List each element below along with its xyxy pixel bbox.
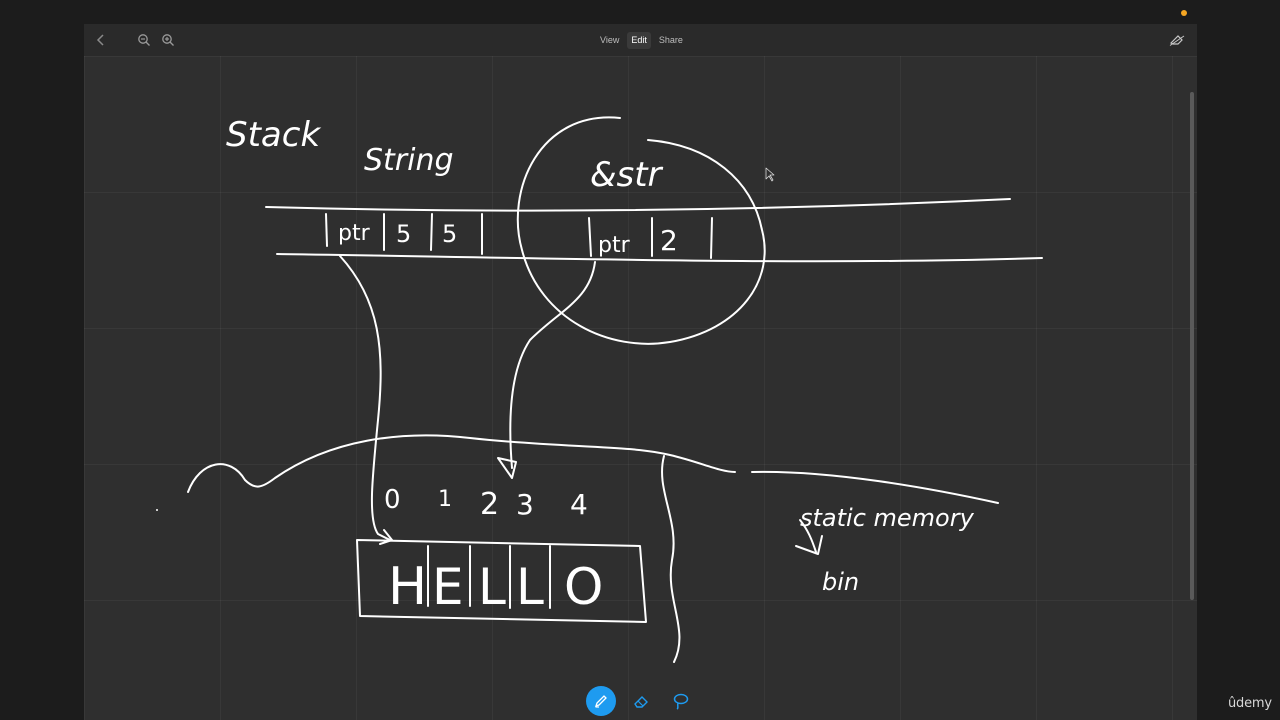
zoom-in-icon xyxy=(162,34,174,46)
eraser-tool[interactable] xyxy=(626,686,656,716)
tab-view[interactable]: View xyxy=(600,35,620,45)
str-ref-label: &str xyxy=(590,155,664,195)
heap-boundary xyxy=(187,434,736,493)
str-cell-ptr: ptr xyxy=(598,233,631,258)
top-toolbar: View Edit Share xyxy=(84,24,1197,56)
static-memory-note: static memory xyxy=(800,504,975,532)
chevron-left-icon xyxy=(96,34,104,46)
index-label: 1 xyxy=(438,487,452,512)
heap-letter: L xyxy=(478,558,506,616)
pen-icon xyxy=(594,695,607,708)
lasso-tool[interactable] xyxy=(666,686,696,716)
udemy-watermark: ûdemy xyxy=(1228,696,1272,711)
string-label: String xyxy=(364,143,454,178)
drawing-tool-palette xyxy=(586,686,696,716)
pen-tool[interactable] xyxy=(586,686,616,716)
str-struct: ptr 2 xyxy=(588,217,713,259)
lasso-icon xyxy=(673,693,689,710)
vertical-scrollbar[interactable] xyxy=(1190,92,1194,600)
str-highlight-circle xyxy=(516,116,766,345)
tab-share[interactable]: Share xyxy=(658,35,683,45)
note-arrow xyxy=(799,519,817,553)
index-label: 3 xyxy=(516,488,534,521)
zoom-out-icon xyxy=(138,34,150,46)
heap-letter: L xyxy=(516,558,544,616)
pen-eraser-toggle-button[interactable] xyxy=(1168,32,1186,48)
string-cell-cap: 5 xyxy=(442,220,457,248)
stack-label: Stack xyxy=(226,115,321,155)
stray-mark xyxy=(156,509,158,511)
string-ptr-arrow xyxy=(339,255,391,541)
heap-buffer-letters: H E L L O xyxy=(388,545,603,617)
index-label: 0 xyxy=(384,485,401,515)
note-arrowhead xyxy=(795,535,823,555)
index-label: 2 xyxy=(480,487,499,522)
whiteboard-window: View Edit Share xyxy=(84,24,1197,720)
heap-letter: H xyxy=(388,557,427,617)
recording-indicator xyxy=(1181,10,1187,16)
index-label: 4 xyxy=(570,488,588,521)
str-ptr-arrow xyxy=(509,261,596,469)
static-memory-note-2: bin xyxy=(822,568,859,596)
string-struct: ptr 5 5 xyxy=(325,213,483,255)
stack-bottom-line xyxy=(276,253,1043,263)
heap-indices: 0 1 2 3 4 xyxy=(384,485,588,522)
zoom-out-button[interactable] xyxy=(135,32,153,48)
heap-letter: E xyxy=(432,558,464,616)
heap-letter: O xyxy=(564,558,603,616)
eraser-icon xyxy=(634,696,648,708)
str-cell-len: 2 xyxy=(660,224,678,257)
zoom-in-button[interactable] xyxy=(159,32,177,48)
mode-switcher: View Edit Share xyxy=(596,32,687,49)
str-ptr-arrowhead xyxy=(497,457,517,479)
tab-edit[interactable]: Edit xyxy=(627,32,651,49)
string-cell-len: 5 xyxy=(396,220,411,248)
string-cell-ptr: ptr xyxy=(338,221,371,246)
heap-divider xyxy=(661,455,681,663)
stack-top-line xyxy=(265,198,1011,212)
back-button[interactable] xyxy=(92,32,110,48)
mouse-cursor-icon xyxy=(765,167,775,182)
heap-buffer-box xyxy=(356,539,647,623)
static-boundary xyxy=(751,470,999,504)
eraser-pen-icon xyxy=(1169,35,1185,46)
